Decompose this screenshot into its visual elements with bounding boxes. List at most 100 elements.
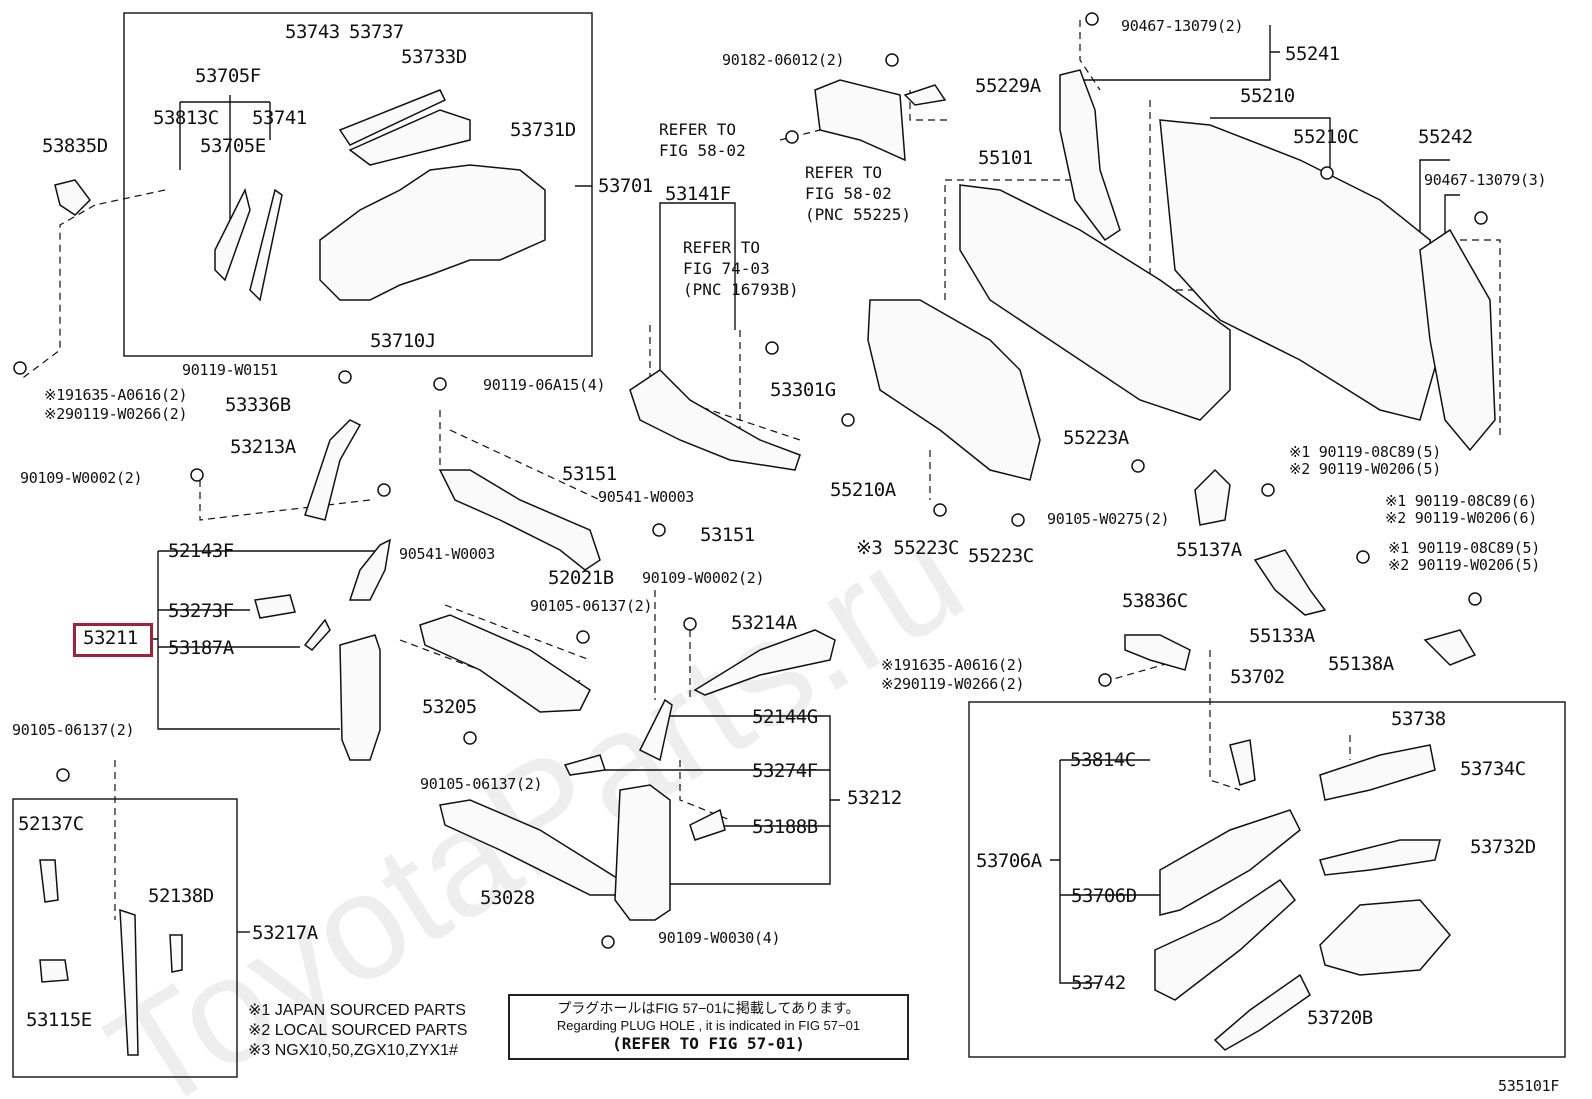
part-label[interactable]: 53738 — [1391, 708, 1446, 730]
part-label[interactable]: 55210 — [1240, 85, 1295, 107]
clip-icon — [933, 503, 947, 517]
part-label[interactable]: 52144G — [752, 706, 818, 728]
part-label[interactable]: ※191635-A0616(2) — [44, 386, 188, 404]
part-label[interactable]: 53737 — [349, 21, 404, 43]
part-label[interactable]: 53115E — [26, 1009, 92, 1031]
part-label[interactable]: 55229A — [975, 75, 1041, 97]
part-label[interactable]: 55242 — [1418, 126, 1473, 148]
part-label[interactable]: 55223A — [1063, 427, 1129, 449]
part-label[interactable]: 53814C — [1070, 749, 1136, 771]
part-53217A-bar — [119, 908, 139, 1056]
part-53732D — [1319, 839, 1441, 876]
part-label[interactable]: 90105-06137(2) — [12, 721, 135, 739]
part-label[interactable]: 55241 — [1285, 43, 1340, 65]
part-label[interactable]: 90109-W0002(2) — [20, 469, 143, 487]
part-label[interactable]: 90541-W0003 — [598, 488, 695, 506]
part-label[interactable]: 90541-W0003 — [399, 545, 496, 563]
part-label[interactable]: 53217A — [252, 922, 318, 944]
part-label[interactable]: ※1 90119-08C89(5) — [1289, 443, 1441, 461]
part-label[interactable]: ※191635-A0616(2) — [881, 656, 1025, 674]
part-label[interactable]: 53213A — [230, 436, 296, 458]
bolt-icon — [785, 130, 799, 144]
part-53705F — [214, 187, 251, 282]
part-label[interactable]: 53706A — [976, 850, 1042, 872]
part-label[interactable]: 53301G — [770, 379, 836, 401]
part-label[interactable]: 90182-06012(2) — [722, 51, 845, 69]
part-label[interactable]: 90109-W0002(2) — [642, 569, 765, 587]
part-label[interactable]: 53733D — [401, 46, 467, 68]
part-label[interactable]: 55210C — [1293, 126, 1359, 148]
part-label[interactable]: 53734C — [1460, 758, 1526, 780]
part-label[interactable]: 53151 — [562, 463, 617, 485]
part-53734C — [1319, 744, 1436, 801]
part-label[interactable]: 90119-W0151 — [182, 361, 279, 379]
part-label[interactable]: 52021B — [548, 567, 614, 589]
part-label[interactable]: 53701 — [598, 175, 653, 197]
plug-note-ref[interactable]: (REFER TO FIG 57-01) — [612, 1034, 805, 1053]
part-label[interactable]: 53836C — [1122, 590, 1188, 612]
part-label[interactable]: 52138D — [148, 885, 214, 907]
part-label[interactable]: 53151 — [700, 524, 755, 546]
part-52144G — [638, 698, 673, 762]
part-label[interactable]: 90119-06A15(4) — [483, 376, 606, 394]
part-52137C — [39, 859, 59, 903]
part-55210 — [1159, 119, 1441, 421]
part-label[interactable]: 90105-06137(2) — [420, 775, 543, 793]
part-label[interactable]: 53188B — [752, 816, 818, 838]
part-label[interactable]: 55101 — [978, 147, 1033, 169]
part-label[interactable]: 53028 — [480, 887, 535, 909]
part-label[interactable]: 53274F — [752, 760, 818, 782]
part-label[interactable]: 55223C — [968, 545, 1034, 567]
part-label[interactable]: 53835D — [42, 135, 108, 157]
part-label[interactable]: 53205 — [422, 696, 477, 718]
part-label[interactable]: 53273F — [168, 600, 234, 622]
part-label[interactable]: 90105-W0275(2) — [1047, 510, 1170, 528]
part-label[interactable]: 90109-W0030(4) — [658, 929, 781, 947]
part-label[interactable]: 53710J — [370, 330, 436, 352]
part-53274F — [563, 754, 606, 776]
part-label[interactable]: ※2 90119-W0206(5) — [1289, 460, 1441, 478]
part-label[interactable]: 52143F — [168, 540, 234, 562]
part-label-highlighted[interactable]: 53211 — [83, 627, 138, 649]
part-label[interactable]: 55137A — [1176, 539, 1242, 561]
clip-icon — [652, 523, 666, 537]
part-label[interactable]: 53720B — [1307, 1007, 1373, 1029]
part-label[interactable]: 90467-13079(3) — [1424, 171, 1547, 189]
refer-fig-58-02-pnc[interactable]: REFER TO FIG 58-02 (PNC 55225) — [805, 163, 911, 224]
bolt-icon — [1098, 673, 1112, 687]
part-label[interactable]: 53743 — [285, 21, 340, 43]
part-label[interactable]: ※1 90119-08C89(6) — [1385, 492, 1537, 510]
bolt-icon — [576, 630, 590, 644]
part-label[interactable]: 53742 — [1071, 972, 1126, 994]
part-label[interactable]: ※3 55223C — [856, 537, 959, 559]
part-label[interactable]: 90105-06137(2) — [530, 597, 653, 615]
part-label[interactable]: ※2 90119-W0206(6) — [1385, 509, 1537, 527]
plug-hole-note: プラグホールはFIG 57−01に掲載してあります。 Regarding PLU… — [508, 994, 909, 1060]
part-label[interactable]: 90467-13079(2) — [1121, 17, 1244, 35]
part-label[interactable]: 55138A — [1328, 653, 1394, 675]
part-53028 — [439, 799, 621, 896]
part-label[interactable]: ※2 90119-W0206(5) — [1388, 556, 1540, 574]
part-label[interactable]: 52137C — [18, 813, 84, 835]
bolt-icon — [1131, 459, 1145, 473]
part-label[interactable]: 55210A — [830, 479, 896, 501]
part-label[interactable]: 53705E — [200, 135, 266, 157]
part-label[interactable]: ※290119-W0266(2) — [881, 675, 1025, 693]
part-label[interactable]: 53813C — [153, 107, 219, 129]
part-label[interactable]: 53187A — [168, 637, 234, 659]
part-label[interactable]: ※290119-W0266(2) — [44, 405, 188, 423]
part-label[interactable]: 53141F — [665, 183, 731, 205]
part-label[interactable]: 53702 — [1230, 666, 1285, 688]
part-label[interactable]: 55133A — [1249, 625, 1315, 647]
part-label[interactable]: 53212 — [847, 787, 902, 809]
part-label[interactable]: 53732D — [1470, 836, 1536, 858]
part-label[interactable]: ※1 90119-08C89(5) — [1388, 539, 1540, 557]
refer-fig-74-03[interactable]: REFER TO FIG 74-03 (PNC 16793B) — [683, 238, 799, 299]
part-label[interactable]: 53336B — [225, 394, 291, 416]
part-label[interactable]: 53214A — [731, 612, 797, 634]
refer-fig-58-02[interactable]: REFER TO FIG 58-02 — [659, 120, 746, 160]
part-label[interactable]: 53705F — [195, 65, 261, 87]
part-label[interactable]: 53706D — [1071, 885, 1137, 907]
part-label[interactable]: 53731D — [510, 119, 576, 141]
part-label[interactable]: 53741 — [252, 107, 307, 129]
